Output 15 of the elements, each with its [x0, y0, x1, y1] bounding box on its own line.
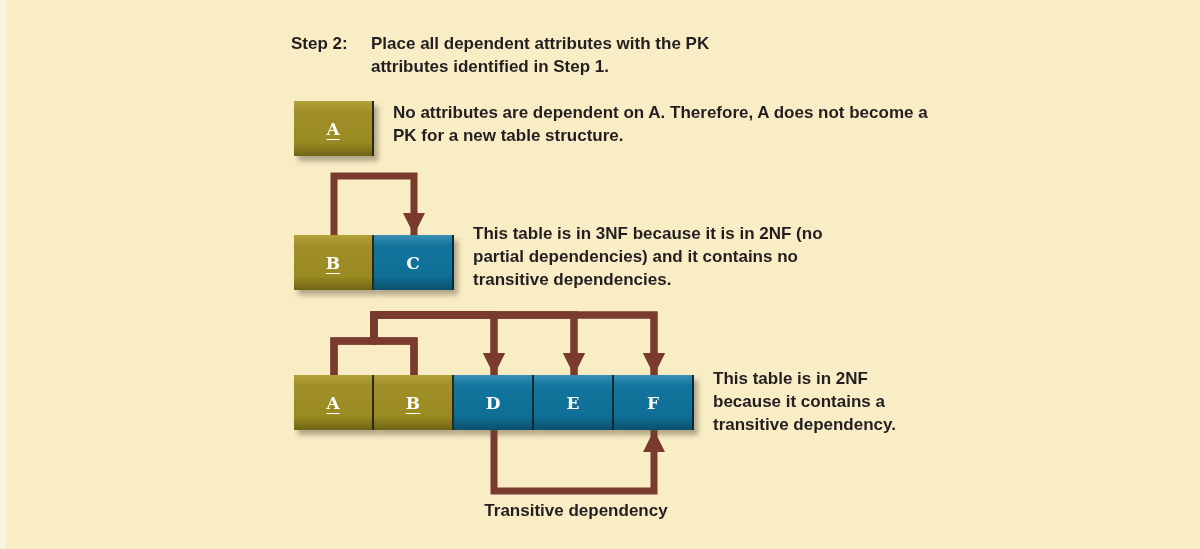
attribute-cell: E [534, 375, 614, 430]
primary-key-cell: A [294, 101, 374, 156]
note-text: This table is in 3NF because it is in 2NF (no partial dependencies) and it contains no transitive dependencies. [473, 223, 824, 291]
attribute-cell: C [374, 235, 454, 290]
note-text: This table is in 2NF because it contains a transitive dependency. [713, 368, 897, 436]
step-number: Step 2: [291, 33, 349, 55]
instruction-text: Place all dependent attributes with the PK attributes identified in Step 1. [371, 33, 711, 78]
dependency-arrow [330, 172, 425, 235]
attribute-cell: D [454, 375, 534, 430]
primary-key-cell: B [374, 375, 454, 430]
primary-key-cell: B [294, 235, 374, 290]
note-text: No attributes are dependent on A. Therefore, A does not become a PK for a new table structure. [393, 102, 929, 147]
attribute-cell: F [614, 375, 694, 430]
primary-key-cell: A [294, 375, 374, 430]
dependency-arrow [490, 430, 665, 495]
